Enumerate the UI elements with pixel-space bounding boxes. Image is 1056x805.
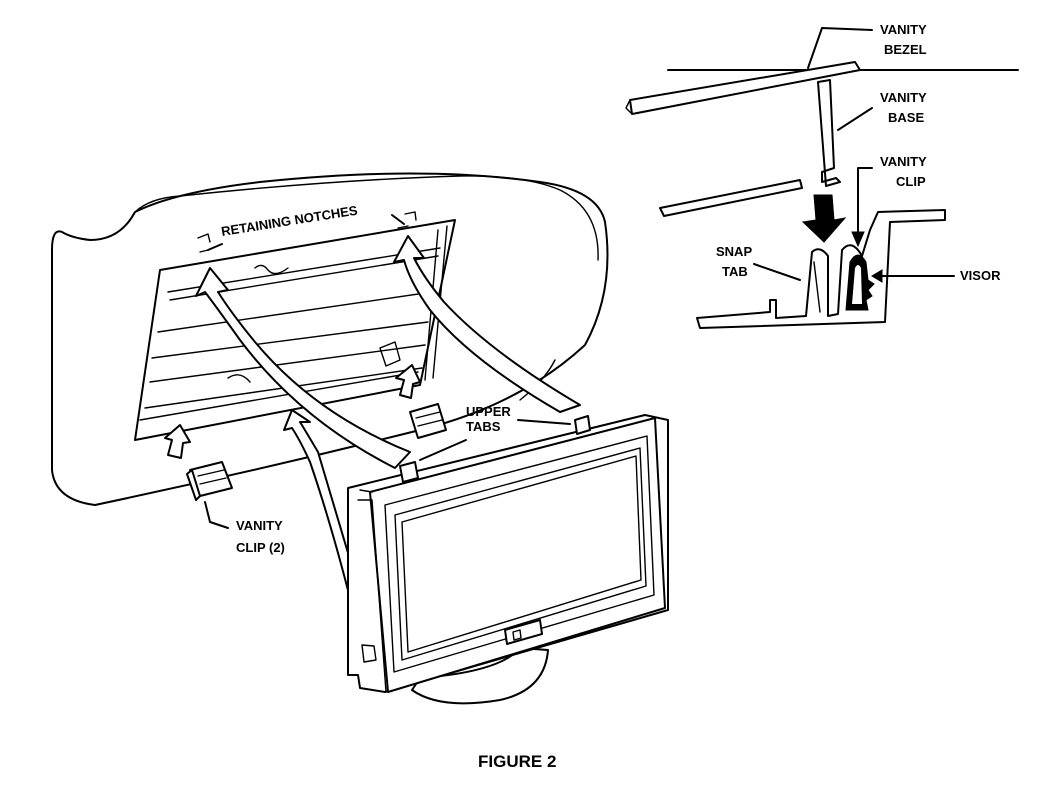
vanity-clip-2-label-line1: VANITY <box>236 518 283 533</box>
vanity-clip-callout: VANITY CLIP <box>851 154 927 248</box>
figure-caption: FIGURE 2 <box>478 752 556 771</box>
upper-tabs-label-line1: UPPER <box>466 404 511 419</box>
snap-tab-callout: SNAP TAB <box>716 244 801 281</box>
vanity-base-label-line1: VANITY <box>880 90 927 105</box>
vanity-mirror-assembly <box>347 414 669 705</box>
installation-arrows <box>195 235 581 601</box>
clip-arrows <box>164 364 421 459</box>
vanity-base-callout: VANITY BASE <box>837 90 927 131</box>
vanity-bezel-label-line2: BEZEL <box>884 42 927 57</box>
vanity-clip-label-line2: CLIP <box>896 174 926 189</box>
visor-label: VISOR <box>960 268 1001 283</box>
vanity-clip-label-line1: VANITY <box>880 154 927 169</box>
visor-callout: VISOR <box>871 268 1001 283</box>
vanity-bezel-label-line1: VANITY <box>880 22 927 37</box>
cross-section-detail <box>625 61 1019 329</box>
upper-tabs-callout: UPPER TABS <box>419 404 571 461</box>
vanity-bezel-callout: VANITY BEZEL <box>807 22 927 69</box>
vanity-clip-2-callout: VANITY CLIP (2) <box>204 501 285 555</box>
upper-tabs-label-line2: TABS <box>466 419 501 434</box>
vanity-clip-right <box>409 403 447 439</box>
snap-tab-label-line2: TAB <box>722 264 748 279</box>
snap-tab-label-line1: SNAP <box>716 244 752 259</box>
vanity-clip-left <box>186 461 233 501</box>
vanity-clip-2-label-line2: CLIP (2) <box>236 540 285 555</box>
vanity-base-label-line2: BASE <box>888 110 924 125</box>
